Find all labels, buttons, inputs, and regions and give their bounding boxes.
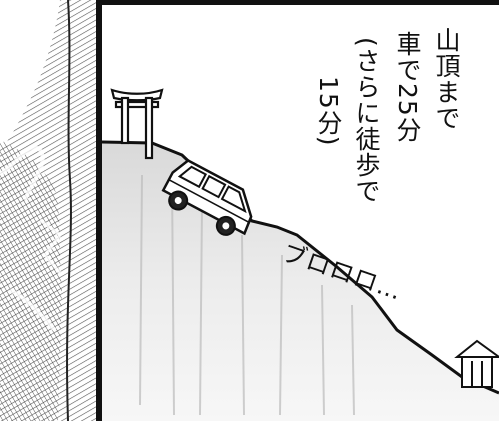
mountain-slope <box>102 142 499 421</box>
mountain-ridge <box>102 140 499 395</box>
left-panel-art <box>0 0 96 421</box>
caption-line-2: 車で25分 <box>393 31 422 143</box>
caption-line-1: 山頂まで <box>432 27 461 131</box>
left-panel <box>0 0 96 421</box>
shrine-icon <box>454 339 499 388</box>
torii-gate-icon <box>110 88 164 160</box>
main-panel <box>102 5 499 421</box>
caption-line-4: 15分) <box>314 76 343 147</box>
panel-border-vertical <box>96 0 102 421</box>
car-icon <box>161 159 253 236</box>
mountain-scene <box>102 88 499 421</box>
caption-line-3: (さらに徒歩で <box>352 37 381 204</box>
panel-border-top <box>102 0 499 5</box>
